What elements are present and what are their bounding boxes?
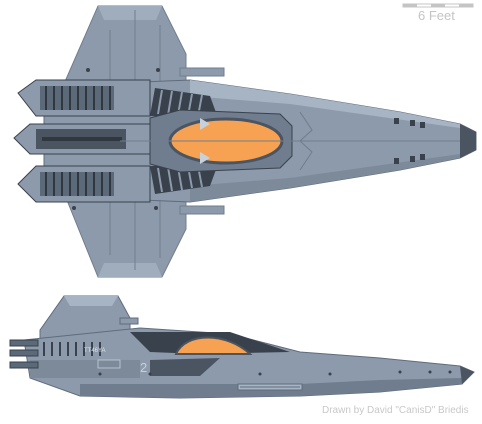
side-nose-tip [460,366,474,384]
engine-nozzles [9,339,39,369]
hull-registry: TT46YA [84,348,106,354]
artist-credit: Drawn by David "CanisD" Briedis [322,405,469,416]
scale-bar [402,3,474,8]
top-view [13,5,477,278]
engine-pod-lower [17,165,151,203]
side-view: TT46YA 2 [9,295,475,399]
engine-pod-upper [17,79,151,117]
svg-text:2: 2 [140,360,147,375]
side-grille [43,342,101,356]
canopy-side [174,336,253,355]
scale-label: 6 Feet [418,8,455,23]
engine-pod-middle [13,123,151,155]
nose-tip [460,124,476,158]
